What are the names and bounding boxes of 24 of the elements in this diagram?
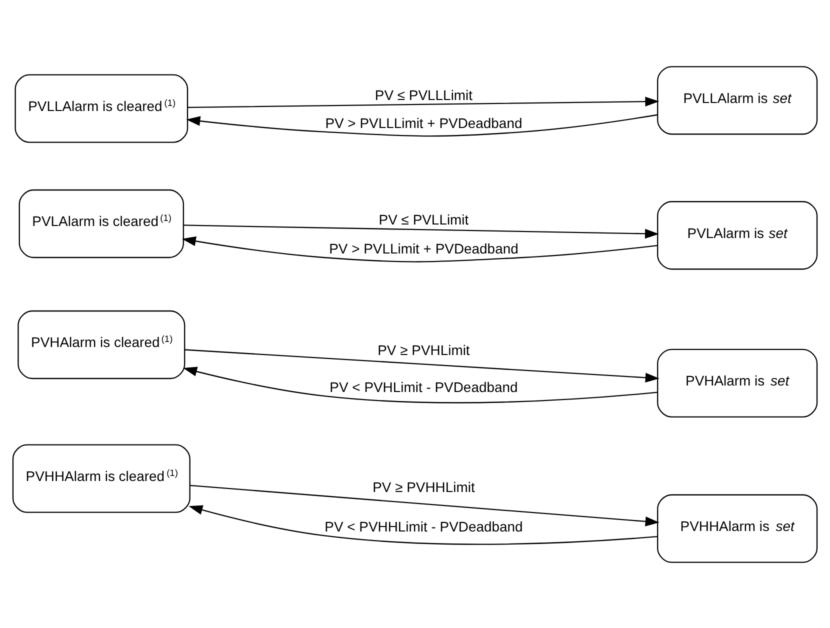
arrow [188, 96, 660, 108]
edge-label: PV ≤ PVLLimit [378, 210, 469, 227]
edge-label: PV > PVLLLimit + PVDeadband [325, 114, 522, 130]
edge-label: PV ≥ PVHLimit [378, 341, 470, 358]
edge-label: PV ≥ PVHHLimit [372, 478, 475, 495]
arrow [186, 114, 658, 136]
node-box: PVLAlarm is cleared$^{(1)}$ [18, 188, 184, 258]
node-box: PVHAlarm is cleared$^{(1)}$ [18, 310, 186, 379]
node-box: PVLAlarm is set [657, 200, 818, 270]
node-box: PVLLAlarm is cleared$^{(1)}$ [14, 74, 188, 142]
arrow [188, 504, 658, 544]
node-box: PVHAlarm is set [657, 348, 818, 417]
arrow [183, 224, 659, 238]
arrow [184, 348, 660, 382]
edge-label: PV < PVHHLimit - PVDeadband [324, 518, 523, 534]
node-box: PVLLAlarm is set [657, 66, 818, 134]
arrow [183, 366, 658, 403]
edge-label: PV > PVLLimit + PVDeadband [329, 240, 518, 256]
edge-label: PV ≤ PVLLLimit [374, 86, 473, 102]
arrow [182, 236, 658, 262]
node-box: PVHHAlarm is set [657, 494, 818, 562]
node-box: PVHHAlarm is cleared$^{(1)}$ [12, 444, 190, 512]
arrow [190, 484, 660, 526]
edge-label: PV < PVHLimit - PVDeadband [330, 378, 518, 394]
